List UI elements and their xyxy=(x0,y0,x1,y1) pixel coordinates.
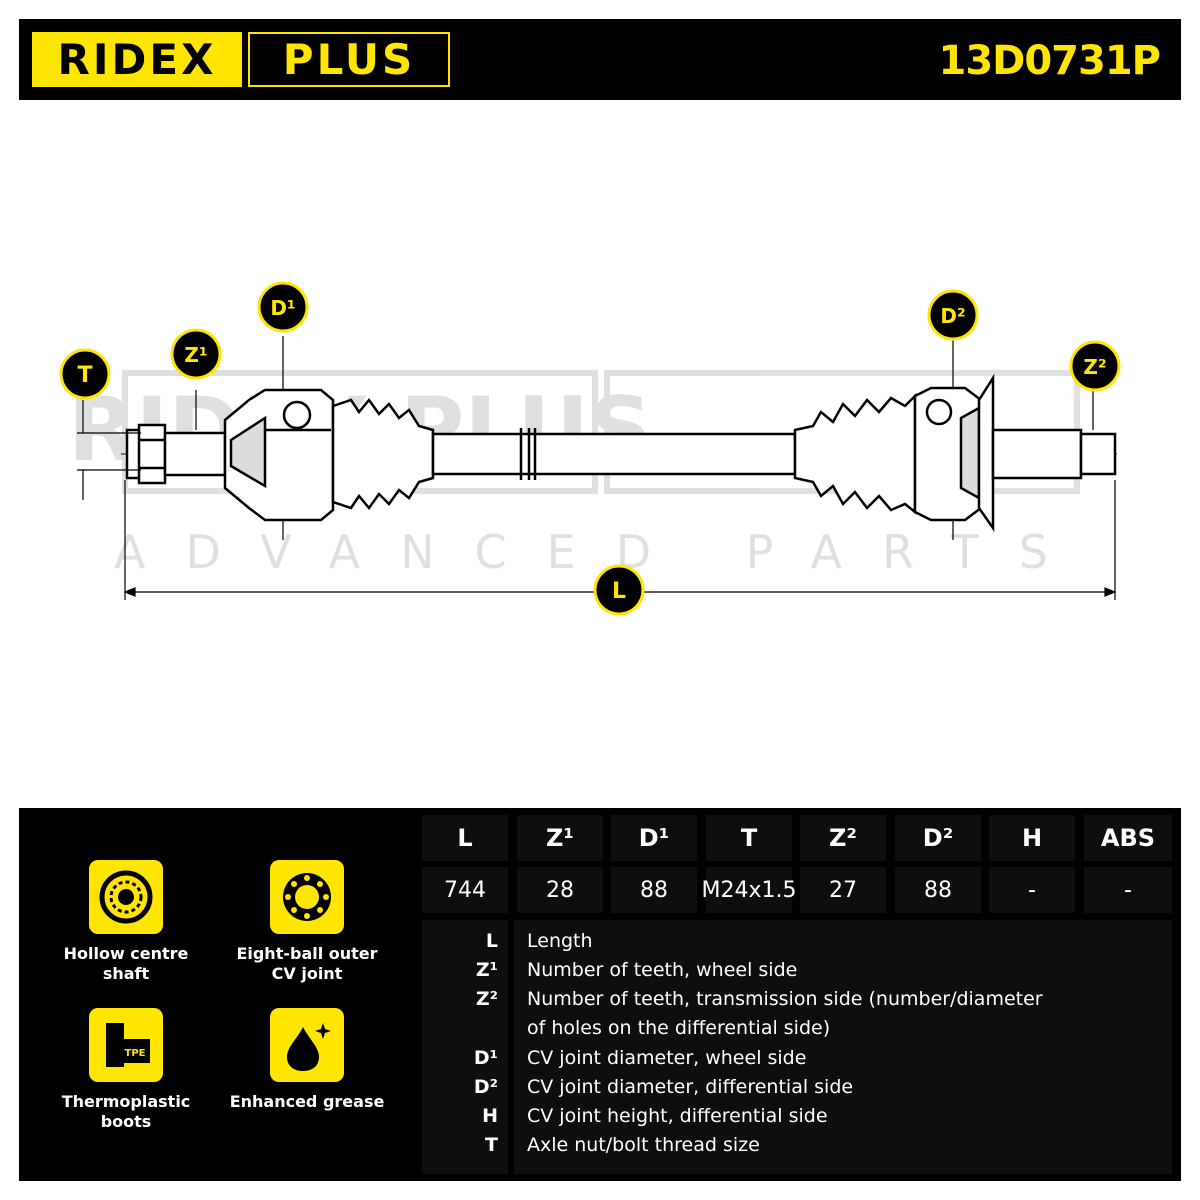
legend-panel: L Length Z¹ Number of teeth, wheel side … xyxy=(422,920,1172,1174)
legend-key: Z¹ xyxy=(475,959,498,981)
callout-Z1-label: Z¹ xyxy=(184,343,207,367)
tpe-boot-icon: TPE xyxy=(89,1008,163,1082)
legend-key: Z² xyxy=(475,988,498,1010)
feature-eight-ball-joint: Eight-ball outer CV joint xyxy=(222,860,392,984)
callout-Z2: Z² xyxy=(1069,340,1121,392)
logo-plus: PLUS xyxy=(248,32,450,87)
legend-row: H CV joint height, differential side xyxy=(422,1105,1172,1134)
legend-row: T Axle nut/bolt thread size xyxy=(422,1134,1172,1163)
spec-header-T: T xyxy=(706,815,792,861)
legend-key: D² xyxy=(473,1076,498,1098)
legend-text: Number of teeth, wheel side xyxy=(527,959,798,981)
callout-D1: D¹ xyxy=(257,281,309,333)
hollow-shaft-icon xyxy=(89,860,163,934)
watermark-advanced-parts: ADVANCED PARTS xyxy=(114,525,1088,579)
outer-boot xyxy=(331,397,435,511)
legend-text: CV joint diameter, differential side xyxy=(527,1076,854,1098)
feature-enhanced-grease: Enhanced grease xyxy=(222,1008,392,1112)
spec-header-D2: D² xyxy=(895,815,981,861)
callout-D2: D² xyxy=(927,289,979,341)
feature-eight-ball-joint-label: Eight-ball outer CV joint xyxy=(236,944,378,983)
inner-boot xyxy=(793,392,917,515)
callout-L: L xyxy=(593,564,645,616)
feature-enhanced-grease-label: Enhanced grease xyxy=(229,1092,385,1111)
legend-row: D² CV joint diameter, differential side xyxy=(422,1076,1172,1105)
legend-text: Axle nut/bolt thread size xyxy=(527,1134,760,1156)
legend-key: H xyxy=(482,1105,498,1127)
legend-row: D¹ CV joint diameter, wheel side xyxy=(422,1047,1172,1076)
drive-shaft-drawing: RIDEX PLUS ADVANCED PARTS xyxy=(59,281,1121,616)
inner-cv-joint xyxy=(913,373,1117,532)
eight-ball-joint-icon xyxy=(270,860,344,934)
legend-key: L xyxy=(485,930,498,952)
legend-row: Z² Number of teeth, transmission side (n… xyxy=(422,988,1172,1017)
outer-cv-joint xyxy=(223,388,335,522)
callout-D1-label: D¹ xyxy=(270,296,295,320)
logo-ridex: RIDEX xyxy=(32,32,242,87)
legend-text: CV joint height, differential side xyxy=(527,1105,828,1127)
legend-text: Length xyxy=(527,930,593,952)
drive-shaft-diagram: RIDEX PLUS ADVANCED PARTS xyxy=(21,100,1179,808)
legend-row: L Length xyxy=(422,930,1172,959)
callout-T: T xyxy=(59,348,111,400)
spec-value-T: M24x1.5 xyxy=(702,867,797,913)
spec-value-D1: 88 xyxy=(611,867,697,913)
callout-Z2-label: Z² xyxy=(1083,355,1106,379)
legend-text: CV joint diameter, wheel side xyxy=(527,1047,807,1069)
legend-text: Number of teeth, transmission side (numb… xyxy=(527,988,1043,1010)
legend-row: Z¹ Number of teeth, wheel side xyxy=(422,959,1172,988)
spec-value-Z1: 28 xyxy=(517,867,603,913)
spec-header-H: H xyxy=(989,815,1075,861)
feature-thermoplastic-boots-label: Thermoplastic boots xyxy=(61,1092,191,1131)
brand-logo: RIDEX PLUS xyxy=(32,32,450,87)
spec-value-ABS: - xyxy=(1084,867,1172,913)
legend-text: of holes on the differential side) xyxy=(527,1017,831,1039)
legend-divider xyxy=(508,920,514,1174)
legend-key: D¹ xyxy=(473,1047,498,1069)
spec-header-Z2: Z² xyxy=(800,815,886,861)
spec-header-L: L xyxy=(422,815,508,861)
feature-hollow-shaft: Hollow centre shaft xyxy=(41,860,211,984)
callout-Z1: Z¹ xyxy=(170,328,222,380)
wheel-side-stub xyxy=(125,423,227,485)
callout-D2-label: D² xyxy=(940,304,965,328)
feature-thermoplastic-boots: TPE Thermoplastic boots xyxy=(41,1008,211,1132)
centre-shaft xyxy=(431,428,797,480)
svg-text:TPE: TPE xyxy=(125,1048,146,1059)
spec-value-D2: 88 xyxy=(895,867,981,913)
spec-header-ABS: ABS xyxy=(1084,815,1172,861)
spec-value-L: 744 xyxy=(422,867,508,913)
callout-T-label: T xyxy=(77,363,92,388)
spec-header-Z1: Z¹ xyxy=(517,815,603,861)
spec-value-H: - xyxy=(989,867,1075,913)
legend-row: of holes on the differential side) xyxy=(422,1017,1172,1046)
grease-drop-icon xyxy=(270,1008,344,1082)
feature-hollow-shaft-label: Hollow centre shaft xyxy=(63,944,189,983)
part-number: 13D0731P xyxy=(938,38,1161,84)
spec-header-D1: D¹ xyxy=(611,815,697,861)
legend-key: T xyxy=(485,1134,498,1156)
callout-L-label: L xyxy=(612,579,626,604)
spec-value-Z2: 27 xyxy=(800,867,886,913)
